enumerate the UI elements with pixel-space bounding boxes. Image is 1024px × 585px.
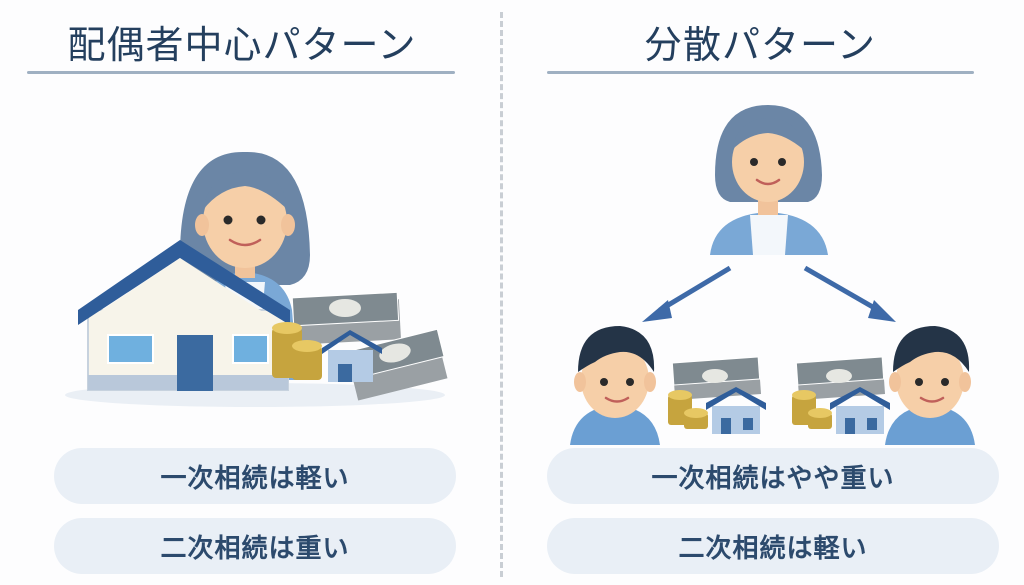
arrow-left-icon xyxy=(642,265,732,322)
small-house-icon xyxy=(322,330,382,382)
panel-divider xyxy=(500,12,503,577)
child-right-icon xyxy=(885,326,975,445)
right-first-inheritance-label: 一次相続はやや重い xyxy=(547,448,999,504)
left-panel-title: 配偶者中心パターン xyxy=(67,23,417,67)
left-second-inheritance-label: 二次相続は重い xyxy=(54,518,456,574)
elderly-woman-icon xyxy=(710,105,828,255)
left-title-underline xyxy=(27,71,455,74)
assets-left-icon xyxy=(668,356,766,434)
left-first-inheritance-label: 一次相続は軽い xyxy=(54,448,456,504)
coins-icon xyxy=(272,322,322,380)
child-left-icon xyxy=(570,326,660,445)
arrow-right-icon xyxy=(803,265,896,322)
house-icon xyxy=(78,240,290,391)
assets-right-icon xyxy=(792,356,890,434)
spouse-centered-illustration xyxy=(65,151,448,407)
right-panel-title: 分散パターン xyxy=(643,23,877,67)
right-second-inheritance-label: 二次相続は軽い xyxy=(547,518,999,574)
distributed-illustration xyxy=(570,105,975,445)
right-title-underline xyxy=(547,71,974,74)
